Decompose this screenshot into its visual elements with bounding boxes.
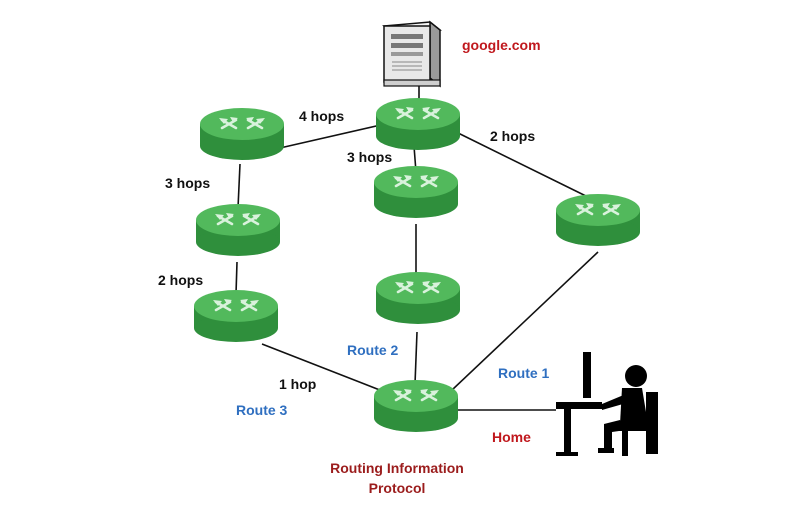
caption-line-2: Protocol <box>369 480 426 496</box>
link-top-right <box>451 129 591 199</box>
hop-label-top-left: 4 hops <box>299 108 344 124</box>
router-icon <box>374 96 462 152</box>
network-links <box>235 86 599 411</box>
router-icon <box>374 270 462 326</box>
server-label: google.com <box>462 37 541 53</box>
router-icon <box>372 164 460 220</box>
person-at-computer-icon <box>556 352 658 456</box>
link-right-home <box>451 251 599 391</box>
router-icon <box>194 202 282 258</box>
hop-label-left-upper: 3 hops <box>165 175 210 191</box>
route-1-label: Route 1 <box>498 365 550 381</box>
router-left-mid <box>194 202 282 258</box>
router-left-top <box>198 106 286 162</box>
router-icon <box>192 288 280 344</box>
route-2-label: Route 2 <box>347 342 399 358</box>
caption-line-1: Routing Information <box>330 460 464 476</box>
hop-label-top-center: 3 hops <box>347 149 392 165</box>
router-icon <box>198 106 286 162</box>
server-icon <box>382 20 442 88</box>
router-center-mid <box>374 270 462 326</box>
hop-label-left-home: 1 hop <box>279 376 316 392</box>
link-centermid-home <box>414 331 418 385</box>
link-top-lefttop <box>279 123 386 149</box>
router-center-top <box>372 164 460 220</box>
hop-label-left-lower: 2 hops <box>158 272 203 288</box>
link-leftbottom-home <box>261 343 386 393</box>
link-leftmid-leftbottom <box>235 261 238 295</box>
router-icon <box>554 192 642 248</box>
hop-label-top-right: 2 hops <box>490 128 535 144</box>
route-3-label: Route 3 <box>236 402 288 418</box>
home-label: Home <box>492 429 531 445</box>
link-lefttop-leftmid <box>237 163 241 209</box>
router-left-bottom <box>192 288 280 344</box>
router-home <box>372 378 460 434</box>
router-icon <box>372 378 460 434</box>
router-right <box>554 192 642 248</box>
router-top <box>374 96 462 152</box>
